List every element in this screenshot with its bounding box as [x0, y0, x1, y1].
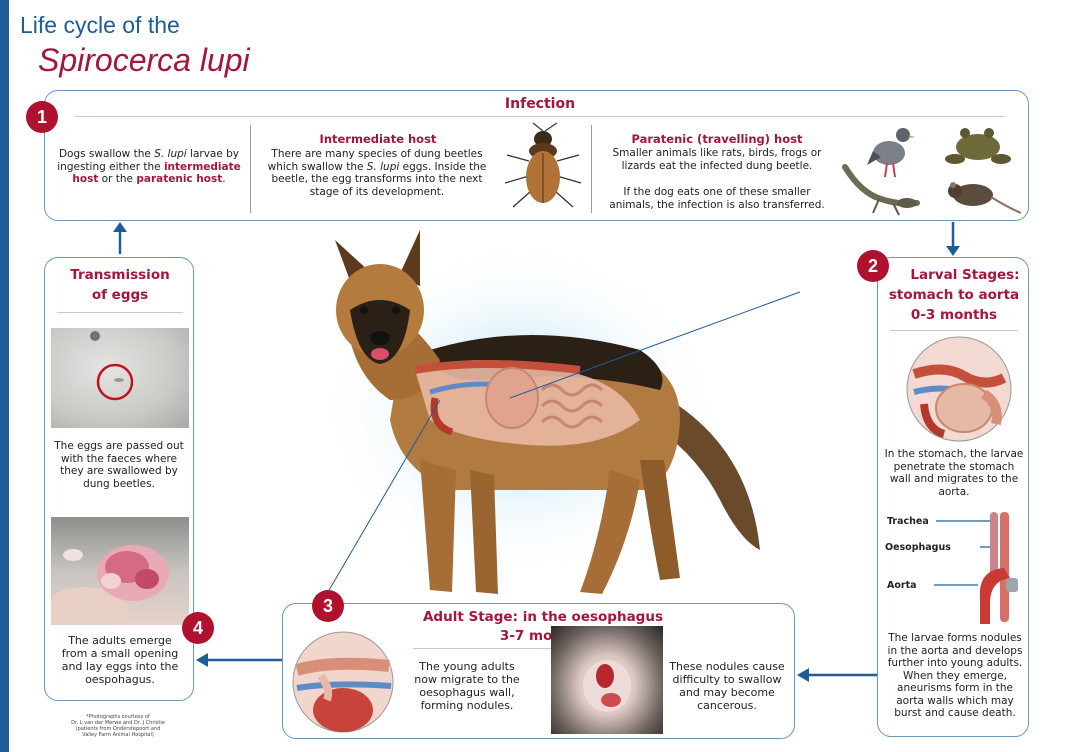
label-aorta: Aorta [887, 580, 917, 591]
stage-number-3: 3 [312, 590, 344, 622]
nodule-endoscopy-photo [551, 626, 663, 734]
infection-panel: Infection Dogs swallow the S. lupi larva… [44, 90, 1029, 221]
left-accent-bar [0, 0, 9, 752]
larval-text: In the stomach, the larvae penetrate the… [884, 448, 1024, 498]
eggs-microscope-photo [51, 328, 189, 428]
transmission-panel: Transmission of eggs The eggs are passed… [44, 257, 194, 701]
larval-stages-panel: Larval Stages: stomach to aorta 0-3 mont… [877, 257, 1029, 737]
infection-col1-text: Dogs swallow the S. lupi larvae by inges… [57, 148, 241, 185]
frog-icon [945, 128, 1011, 164]
adult-stage-panel: Adult Stage: in the oesophagus 3-7 month… [282, 603, 795, 739]
adult-text-1: The young adults now migrate to the oeso… [414, 660, 520, 712]
stage-number-4: 4 [182, 612, 214, 644]
dung-beetle-icon [504, 122, 582, 208]
dog-illustration [320, 230, 800, 594]
larval-header-line1: Larval Stages: [910, 267, 1020, 283]
photo-credit: *Photographs courtesy of Dr. L van der M… [71, 714, 165, 738]
transmission-header-line2: of eggs [91, 287, 149, 303]
infection-divider-2 [591, 125, 592, 213]
adult-header-line1: Adult Stage: in the oesophagus [422, 609, 663, 625]
larval-header-rule [890, 330, 1018, 331]
transmission-text: The eggs are passed out with the faeces … [54, 440, 184, 490]
adults-emerge-text: The adults emerge from a small opening a… [61, 634, 179, 686]
larval-header-line2: stomach to aorta [888, 287, 1020, 303]
transmission-header-rule [57, 312, 183, 313]
arrow-left-to-adult [797, 668, 877, 682]
aorta-diagram [934, 512, 1018, 624]
rat-icon [948, 182, 1022, 214]
infection-divider-1 [250, 125, 251, 213]
infection-header-rule [75, 116, 1005, 117]
stage-number-1: 1 [26, 101, 58, 133]
intermediate-host-text: There are many species of dung beetles w… [267, 148, 487, 198]
lizard-icon [842, 164, 920, 216]
arrow-down-to-larval [946, 222, 960, 256]
transmission-header-line1: Transmission [70, 267, 170, 283]
larval-header-line3: 0-3 months [910, 307, 998, 323]
oesophagus-illustration [292, 631, 394, 733]
stomach-illustration [906, 336, 1012, 442]
label-oesophagus: Oesophagus [885, 542, 951, 553]
intermediate-host-header: Intermediate host [319, 132, 437, 146]
larval-text-2: The larvae forms nodules in the aorta an… [887, 632, 1023, 719]
paratenic-host-header: Paratenic (travelling) host [631, 132, 803, 146]
paratenic-host-text-2: If the dog eats one of these smaller ani… [609, 186, 825, 211]
arrow-left-to-transmission [196, 653, 282, 667]
page-title-line2: Spirocerca lupi [38, 42, 250, 78]
adult-worms-photo [51, 517, 189, 625]
label-trachea: Trachea [887, 516, 929, 527]
page-title-line1: Life cycle of the [20, 12, 180, 38]
paratenic-host-text-1: Smaller animals like rats, birds, frogs … [612, 147, 822, 172]
infection-header: Infection [504, 96, 576, 112]
pigeon-icon [867, 128, 915, 178]
stage-number-2: 2 [857, 250, 889, 282]
adult-header-rule [413, 648, 663, 649]
arrow-up-to-infection [113, 222, 127, 254]
adult-text-2: These nodules cause difficulty to swallo… [669, 660, 785, 712]
adult-header-line2: 3-7 months [499, 628, 587, 644]
